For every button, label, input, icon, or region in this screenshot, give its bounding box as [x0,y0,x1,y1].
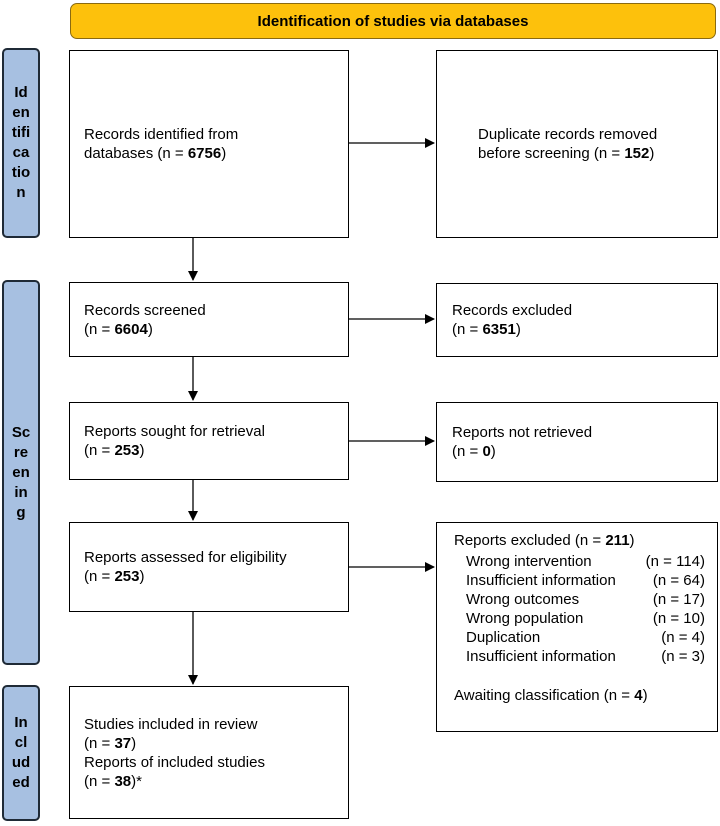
included-box: Studies included in review (n = 37) Repo… [69,686,349,819]
exclusion-reason: Insufficient information(n = 64) [466,572,705,589]
reports-excluded-box: Reports excluded (n = 211) Wrong interve… [436,522,718,732]
duplicates-removed-box: Duplicate records removed before screeni… [436,50,718,238]
stage-included: In cl ud ed [2,685,40,821]
stage-identification: Id en tifi ca tio n [2,48,40,238]
exclusion-reason: Wrong intervention(n = 114) [466,553,705,570]
diagram-header: Identification of studies via databases [70,3,716,39]
exclusion-reason: Insufficient information(n = 3) [466,648,705,665]
reports-sought-box: Reports sought for retrieval (n = 253) [69,402,349,480]
records-screened-box: Records screened (n = 6604) [69,282,349,357]
exclusion-reason: Duplication(n = 4) [466,629,705,646]
reports-assessed-box: Reports assessed for eligibility (n = 25… [69,522,349,612]
records-identified-box: Records identified from databases (n = 6… [69,50,349,238]
exclusion-reason: Wrong population(n = 10) [466,610,705,627]
stage-screening: Sc re en in g [2,280,40,665]
records-excluded-box: Records excluded (n = 6351) [436,283,718,357]
exclusion-reason: Wrong outcomes(n = 17) [466,591,705,608]
reports-not-retrieved-box: Reports not retrieved (n = 0) [436,402,718,482]
